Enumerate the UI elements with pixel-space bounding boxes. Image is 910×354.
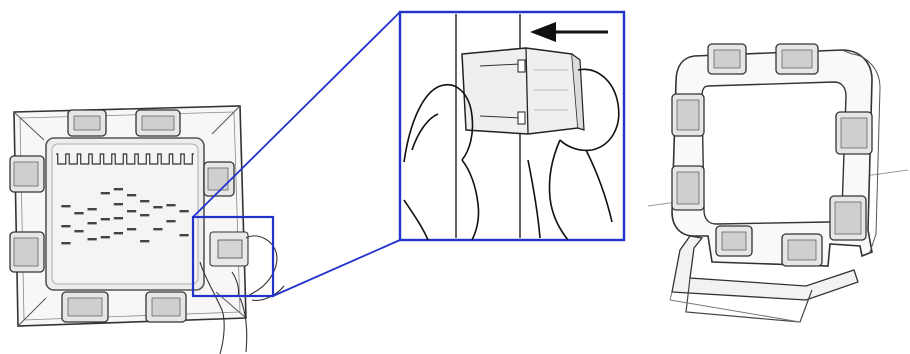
zoom-connector-bottom xyxy=(273,240,400,296)
zoom-inset-panel xyxy=(400,12,624,240)
gel-band xyxy=(61,205,70,207)
clip-icon xyxy=(462,48,584,134)
gel-band xyxy=(114,232,123,234)
frame-clip-right-lower xyxy=(830,196,866,240)
gel-band xyxy=(74,230,83,232)
gel-band xyxy=(101,236,110,238)
gel-band xyxy=(180,210,189,212)
gel-band xyxy=(61,225,70,227)
frame-window xyxy=(702,82,846,224)
gel-band xyxy=(74,212,83,214)
gel-band xyxy=(140,214,149,216)
gel-band xyxy=(114,217,123,219)
gel-band xyxy=(114,203,123,205)
gel-band xyxy=(166,220,175,222)
gel-band xyxy=(140,240,149,242)
clip-top-left xyxy=(68,110,106,136)
frame-clip-bottom-left xyxy=(716,226,752,256)
empty-frame-panel xyxy=(648,44,908,322)
gel-band xyxy=(101,192,110,194)
clip-bottom-left xyxy=(62,292,108,322)
gel-band xyxy=(61,242,70,244)
gel-band xyxy=(140,200,149,202)
gel-band xyxy=(127,228,136,230)
clip-left-lower xyxy=(10,232,44,272)
gel-band xyxy=(88,208,97,210)
gel-tray-panel xyxy=(10,106,284,354)
clip-bottom-right xyxy=(146,292,186,322)
gel-band xyxy=(88,222,97,224)
gel-band xyxy=(114,188,123,190)
frame-clip-left-upper xyxy=(672,94,704,136)
clip-top-right xyxy=(136,110,180,136)
gel-band xyxy=(127,194,136,196)
gel-band xyxy=(180,234,189,236)
gel-band xyxy=(101,218,110,220)
frame-clip-top-left xyxy=(708,44,746,74)
frame-clip-top-right xyxy=(776,44,818,74)
gel-band xyxy=(166,204,175,206)
frame-clip-left-lower xyxy=(672,166,704,210)
gel-band xyxy=(127,210,136,212)
gel-band xyxy=(153,228,162,230)
frame-clip-right-upper xyxy=(836,112,872,154)
gel-band xyxy=(88,238,97,240)
gel-band xyxy=(153,206,162,208)
frame-clip-bottom-right xyxy=(782,234,822,266)
clip-left-upper xyxy=(10,156,44,192)
